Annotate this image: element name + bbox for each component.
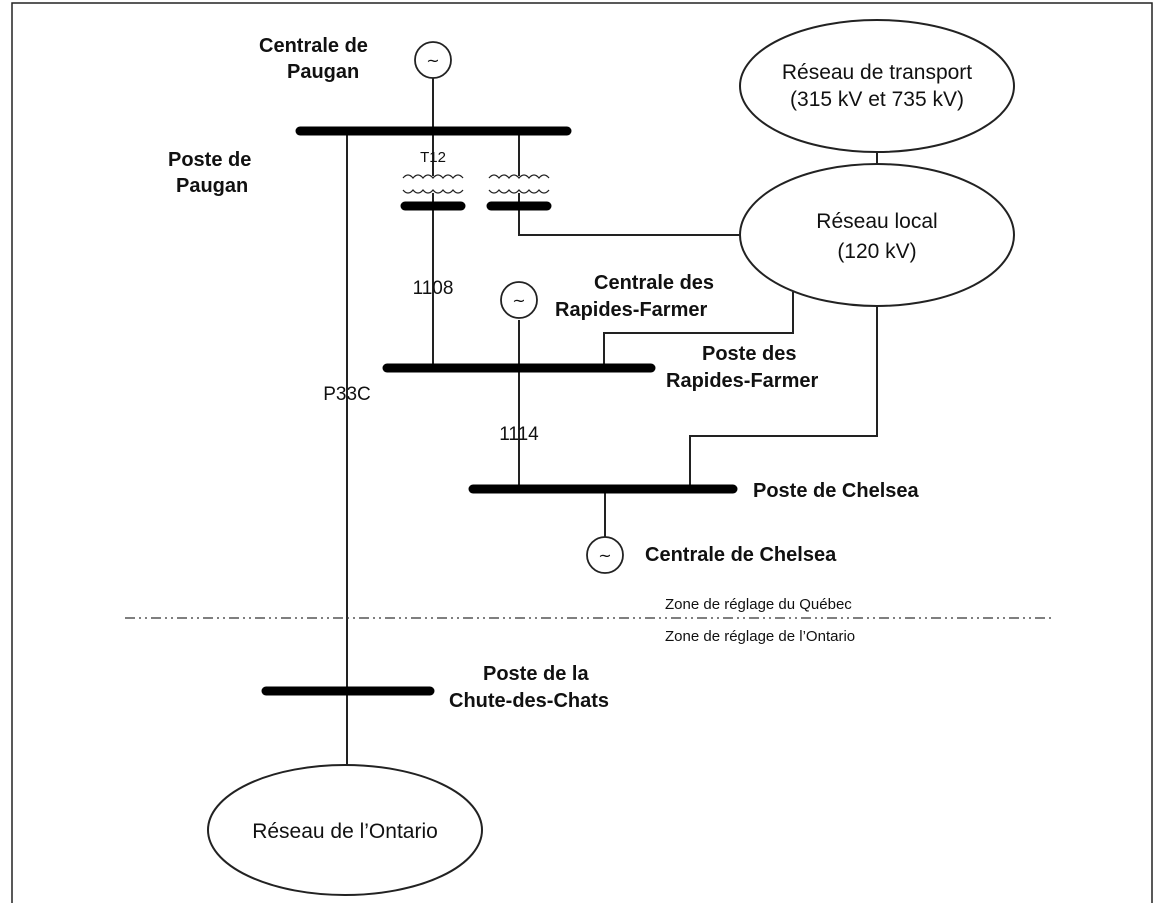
zone-ontario-label: Zone de réglage de l’Ontario bbox=[665, 628, 855, 645]
link-chelsea-local bbox=[689, 305, 878, 489]
centrale-paugan-label-line1: Centrale de bbox=[259, 35, 368, 57]
link-paugan-local bbox=[518, 206, 742, 236]
transformer-t12-label: T12 bbox=[420, 149, 446, 166]
reseau-local-label-line1: Réseau local bbox=[816, 210, 937, 233]
centrale-chelsea-label: Centrale de Chelsea bbox=[645, 544, 837, 566]
line-1114-label: 1114 bbox=[499, 424, 539, 445]
poste-chute-des-chats-label-line2: Chute-des-Chats bbox=[449, 690, 609, 712]
zone-quebec-label: Zone de réglage du Québec bbox=[665, 596, 852, 613]
poste-chute-des-chats-label-line1: Poste de la bbox=[483, 663, 589, 685]
reseau-transport-label-line2: (315 kV et 735 kV) bbox=[790, 88, 964, 111]
reseau-transport-node: Réseau de transport (315 kV et 735 kV) bbox=[739, 19, 1015, 153]
generator-paugan-icon: ~ bbox=[414, 41, 452, 79]
transformer-2-icon bbox=[488, 174, 550, 194]
centrale-rapides-farmer-label-line1: Centrale des bbox=[594, 272, 714, 294]
reseau-local-node: Réseau local (120 kV) bbox=[739, 163, 1015, 307]
generator-rapides-farmer-icon: ~ bbox=[500, 281, 538, 319]
poste-paugan-label-line2: Paugan bbox=[176, 175, 248, 197]
centrale-rapides-farmer-label-line2: Rapides-Farmer bbox=[555, 299, 707, 321]
line-1108-label: 1108 bbox=[413, 278, 454, 299]
poste-rapides-farmer-label-line2: Rapides-Farmer bbox=[666, 370, 818, 392]
centrale-paugan-label-line2: Paugan bbox=[287, 61, 359, 83]
svg-text:~: ~ bbox=[426, 51, 439, 70]
reseau-local-label-line2: (120 kV) bbox=[837, 240, 916, 263]
svg-text:~: ~ bbox=[598, 546, 611, 565]
poste-paugan-label-line1: Poste de bbox=[168, 149, 251, 171]
link-rapides-local bbox=[603, 292, 794, 368]
svg-text:~: ~ bbox=[512, 291, 525, 310]
reseau-ontario-label: Réseau de l’Ontario bbox=[252, 820, 438, 843]
generator-chelsea-icon: ~ bbox=[586, 536, 624, 574]
reseau-transport-label-line1: Réseau de transport bbox=[782, 61, 972, 84]
poste-chelsea-label: Poste de Chelsea bbox=[753, 480, 920, 502]
diagram-frame bbox=[11, 2, 1153, 903]
reseau-ontario-node: Réseau de l’Ontario bbox=[207, 764, 483, 896]
transformer-t12-icon bbox=[402, 174, 464, 194]
line-p33c-label: P33C bbox=[323, 384, 371, 405]
poste-rapides-farmer-label-line1: Poste des bbox=[702, 343, 796, 365]
